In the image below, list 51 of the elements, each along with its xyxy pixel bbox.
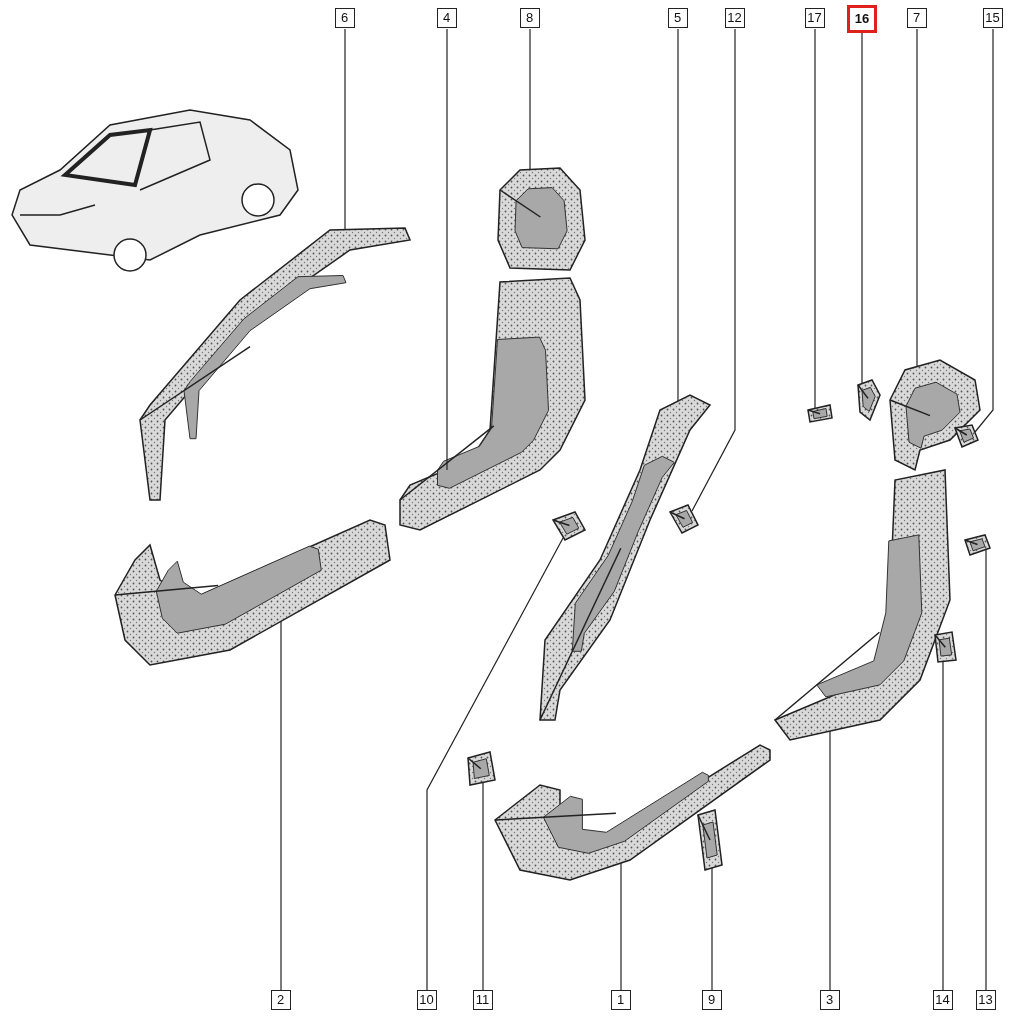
clip-drawing	[467, 751, 496, 786]
sill-trim-drawing	[114, 519, 391, 666]
callout-number: 3	[819, 990, 840, 1010]
callout-number: 12	[724, 8, 745, 28]
leader-line	[620, 862, 622, 991]
pillar-trim-drawing	[539, 394, 712, 721]
a-pillar-trim-drawing	[139, 227, 412, 501]
leader-line	[280, 620, 282, 991]
upper-trim-drawing	[889, 359, 981, 472]
clip-drawing	[551, 511, 587, 541]
callout-number: 8	[519, 8, 540, 28]
leader-line	[677, 28, 679, 402]
nut-drawing	[954, 424, 979, 448]
belt-cover-drawing	[497, 167, 586, 271]
callout-number: 6	[334, 8, 355, 28]
clip-drawing	[697, 809, 723, 871]
b-pillar-trim-drawing	[399, 277, 586, 531]
leader-line	[426, 537, 564, 991]
sill-trim-drawing	[494, 744, 771, 881]
screw-drawing	[964, 534, 991, 556]
rear-sill-trim-drawing	[773, 469, 951, 741]
leader-line	[974, 28, 994, 433]
clip-drawing	[668, 504, 699, 534]
leader-line	[916, 28, 918, 368]
callout-number: 13	[975, 990, 996, 1010]
callout-number: 7	[906, 8, 927, 28]
leader-line	[691, 28, 736, 512]
leader-line	[829, 730, 831, 991]
leader-line	[942, 660, 944, 991]
leader-line	[446, 28, 448, 471]
callout-number: 10	[416, 990, 437, 1010]
clip-drawing	[857, 379, 881, 422]
leader-line	[861, 32, 863, 384]
callout-number: 17	[804, 8, 825, 28]
callout-number: 4	[436, 8, 457, 28]
callout-number: 11	[472, 990, 493, 1010]
callout-number: 15	[982, 8, 1003, 28]
callout-number: 5	[667, 8, 688, 28]
leader-line	[482, 782, 484, 991]
leader-line	[529, 28, 531, 170]
leader-line	[985, 549, 987, 991]
leader-line	[344, 28, 346, 230]
callout-number: 16	[847, 5, 877, 33]
leader-line	[814, 28, 816, 409]
callout-number: 2	[270, 990, 291, 1010]
callout-number: 14	[932, 990, 953, 1010]
callout-number: 9	[701, 990, 722, 1010]
screw-drawing	[807, 404, 833, 423]
clip-drawing	[934, 631, 957, 663]
callout-number: 1	[610, 990, 631, 1010]
leader-line	[711, 867, 713, 991]
